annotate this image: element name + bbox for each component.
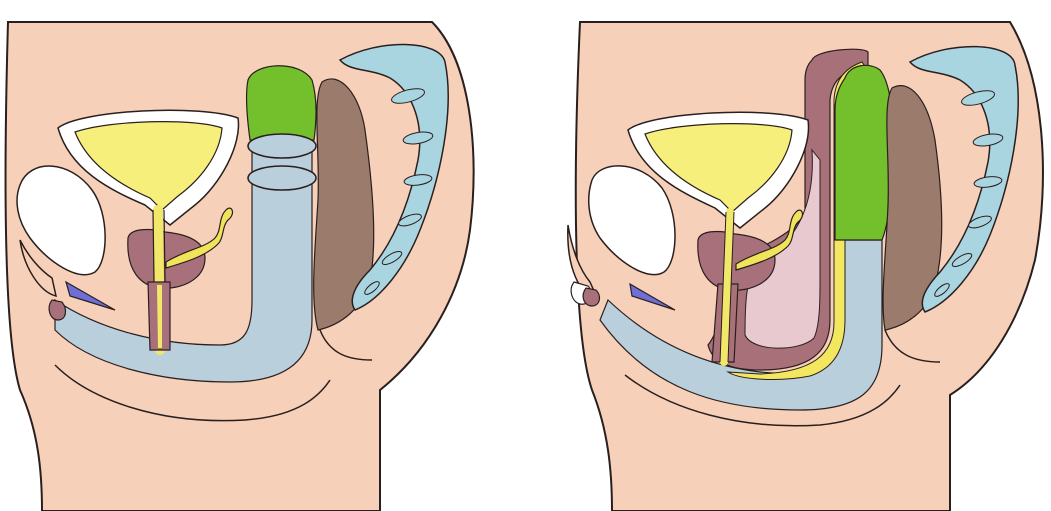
urethral-meatus [49,300,65,320]
urethral-meatus [583,288,599,306]
graft-ring-2 [248,166,316,190]
graft-ring-1 [248,134,316,158]
graft-top [247,66,316,140]
graft-green [835,65,894,240]
right-panel [568,22,1043,511]
left-panel [6,22,474,511]
